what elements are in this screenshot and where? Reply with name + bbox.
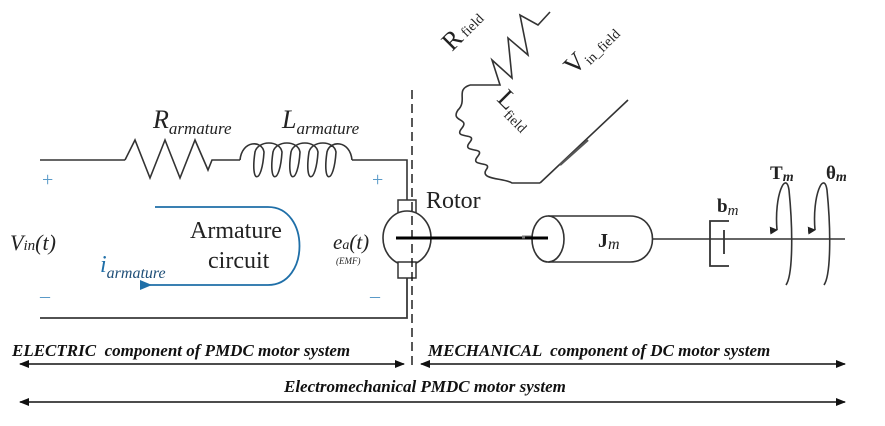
rotor-label: Rotor <box>426 188 481 214</box>
mechanical-span-label: MECHANICAL component of DC motor system <box>427 341 770 360</box>
inertia-cylinder: Jm <box>525 215 654 263</box>
armature-resistor-label: Rarmature <box>152 105 232 138</box>
damper: bm <box>709 196 739 267</box>
damping-label: bm <box>717 196 739 219</box>
angle-indicator: θm <box>807 163 847 286</box>
armature-circuit: + – + – Rarmature Larmature Vin(t) Armat… <box>10 105 408 319</box>
field-voltage-label: Vin_field <box>558 16 624 82</box>
field-resistor <box>470 11 551 86</box>
bottom-wire <box>40 278 408 319</box>
torque-indicator: Tm <box>769 163 794 286</box>
back-emf-label: ea(t) <box>333 230 369 254</box>
back-emf-note: (EMF) <box>336 256 361 266</box>
brush-bottom <box>397 261 417 279</box>
motor-symbol: Rotor <box>382 188 481 279</box>
input-voltage-label: Vin(t) <box>10 230 56 255</box>
armature-current-label: iarmature <box>100 252 166 282</box>
inertia-label: Jm <box>598 230 620 253</box>
loop-label-line2: circuit <box>208 248 270 274</box>
source-plus: + <box>42 169 53 191</box>
armature-inductor <box>239 142 353 178</box>
field-resistor-label: Rfield <box>436 3 489 56</box>
field-lead <box>539 99 629 184</box>
emf-minus: – <box>369 285 381 307</box>
field-inductor-label: Lfield <box>489 84 542 137</box>
armature-inductor-label: Larmature <box>281 105 360 138</box>
emf-plus: + <box>372 169 383 191</box>
angle-label: θm <box>826 163 847 185</box>
system-span-label: Electromechanical PMDC motor system <box>283 377 566 396</box>
field-inductor <box>455 84 540 184</box>
field-lead-thick <box>559 139 589 166</box>
span-annotations: ELECTRIC component of PMDC motor system … <box>11 341 846 406</box>
armature-resistor <box>124 137 240 181</box>
armature-current-loop <box>140 206 301 290</box>
torque-label: Tm <box>770 163 794 185</box>
top-wire-right <box>352 159 408 200</box>
electric-span-label: ELECTRIC component of PMDC motor system <box>11 341 350 360</box>
loop-label-line1: Armature <box>190 218 282 244</box>
field-winding: Rfield Lfield Vin_field <box>436 3 629 184</box>
source-minus: – <box>39 285 51 307</box>
